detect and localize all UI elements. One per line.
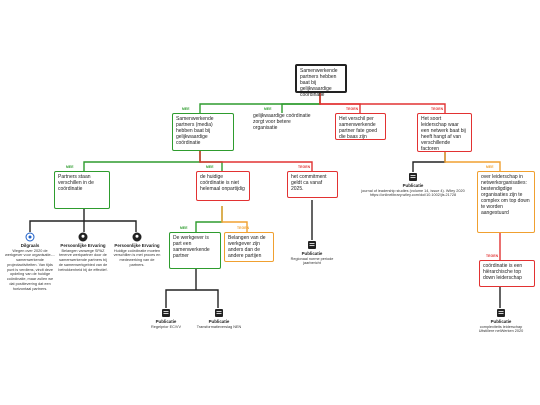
argument-n10[interactable]: Belangen van de werkgever zijn anders da… xyxy=(224,232,274,262)
source-experience-1[interactable]: Persoonlijke Ervaring Belangen vanwege S… xyxy=(58,232,108,272)
argument-n4[interactable]: Het soort leiderschap waar een netwerk b… xyxy=(417,113,472,152)
document-icon xyxy=(308,241,316,249)
source-dialog-desc: Wegen over 2020 de werkgever voor organi… xyxy=(4,248,55,291)
source-experience-2[interactable]: Persoonlijke Ervaring Huidige coördinati… xyxy=(112,232,162,268)
argument-n8[interactable]: over leiderschap in netwerkorganisaties:… xyxy=(477,171,535,233)
source-pub-e[interactable]: Publicatie complexiteits leiderschap Uit… xyxy=(474,308,528,334)
argument-n6[interactable]: de huidige coördinatie is niet helemaal … xyxy=(196,171,250,201)
argument-n2[interactable]: gelijkwaardige coördinatie zorgt voor be… xyxy=(253,113,311,131)
argument-n7[interactable]: het commitment geldt ca vanaf 2025. xyxy=(287,171,338,198)
source-dialog-title: Dilgraals xyxy=(20,243,40,248)
tag-n6: MEE xyxy=(206,165,214,169)
tag-n4: TEGEN xyxy=(431,107,444,111)
source-experience-1-desc: Belangen vanwege SPAZ tenerve werkpartne… xyxy=(58,248,108,272)
tag-n10: TEGEN xyxy=(237,226,250,230)
source-pub-a-desc: Regelprior EC/VV xyxy=(151,324,181,329)
tag-n5: MEE xyxy=(66,165,74,169)
person-icon xyxy=(132,232,142,242)
tag-n8: MEE xyxy=(486,165,494,169)
connector-n9-sources xyxy=(165,268,219,308)
connector-n1-n5 xyxy=(83,150,201,171)
source-experience-1-title: Persoonlijke Ervaring xyxy=(60,243,106,248)
document-icon xyxy=(497,309,505,317)
source-experience-2-desc: Huidige coördinatie moeten verschillen i… xyxy=(113,248,161,267)
connector-n6-n10 xyxy=(221,206,248,232)
source-pub-c-desc: Regionaal norme periode jaarbericht xyxy=(290,256,334,266)
document-icon xyxy=(215,309,223,317)
source-experience-2-title: Persoonlijke Ervaring xyxy=(114,243,160,248)
source-dialog[interactable]: Dilgraals Wegen over 2020 de werkgever v… xyxy=(4,232,56,292)
argument-n9[interactable]: De werkgever is part een samenwerkende p… xyxy=(169,232,221,269)
source-pub-d-desc: journal of leadership studies (volume 14… xyxy=(361,188,465,198)
connector-n4-n8 xyxy=(444,150,501,171)
source-pub-c-title: Publicatie xyxy=(301,251,323,256)
connector-n6-n9 xyxy=(195,206,223,232)
source-pub-d-title: Publicatie xyxy=(402,183,424,188)
connector-n1-n7 xyxy=(199,150,313,171)
source-pub-b-title: Publicatie xyxy=(208,319,230,324)
source-pub-b-desc: Transformatieverslag NEN xyxy=(196,324,242,329)
root-claim[interactable]: Samenwerkende partners hebben baat bij g… xyxy=(295,64,347,98)
source-pub-b[interactable]: Publicatie Transformatieverslag NEN xyxy=(194,308,244,329)
source-pub-d[interactable]: Publicatie journal of leadership studies… xyxy=(346,172,480,198)
connector-n5-sources xyxy=(29,208,137,232)
person-icon xyxy=(78,232,88,242)
argument-n1[interactable]: Samenwerkende partners (media) hebben ba… xyxy=(172,113,234,151)
source-pub-e-desc: complexiteits leiderschap Uitstillere ne… xyxy=(478,324,524,334)
tag-n7: TEGEN xyxy=(298,165,311,169)
tag-n9: MEE xyxy=(180,226,188,230)
connector-root-n4 xyxy=(319,92,446,113)
tag-n1: MEE xyxy=(182,107,190,111)
source-pub-c[interactable]: Publicatie Regionaal norme periode jaarb… xyxy=(290,240,334,266)
document-icon xyxy=(162,309,170,317)
source-pub-e-title: Publicatie xyxy=(490,319,512,324)
tag-n3: TEGEN xyxy=(346,107,359,111)
argument-n11[interactable]: coördinatie is een hiërarchische top dow… xyxy=(479,260,535,287)
tag-n11: TEGEN xyxy=(486,254,499,258)
document-icon xyxy=(409,173,417,181)
source-pub-a[interactable]: Publicatie Regelprior EC/VV xyxy=(144,308,188,329)
argument-n5[interactable]: Partners staan verschillen in de coördin… xyxy=(54,171,110,209)
argument-n3[interactable]: Het verschil per samenwerkende partner f… xyxy=(335,113,386,140)
connector-n4-pubd xyxy=(412,150,446,172)
tag-n2: MEE xyxy=(264,107,272,111)
source-pub-a-title: Publicatie xyxy=(155,319,177,324)
chat-bubble-icon xyxy=(25,232,35,242)
